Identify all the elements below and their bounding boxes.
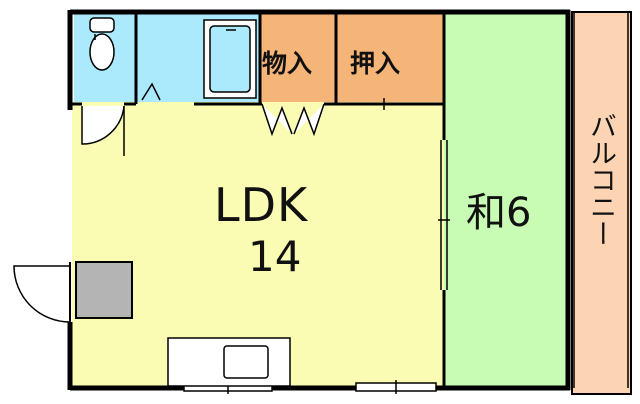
toilet-fixture: [89, 17, 115, 71]
ldk-size-label: 14: [248, 232, 302, 281]
monoire-label: 物入: [262, 49, 313, 78]
balcony-label: バルコニー: [585, 112, 616, 247]
balcony-railing: [573, 12, 629, 388]
storage-folding-doors: [261, 103, 325, 137]
walls: [67, 9, 571, 391]
kitchen-counter: [167, 337, 291, 387]
partition-sliding-door: [438, 140, 450, 290]
oshiire-label: 押入: [350, 49, 401, 78]
monoire-area: [260, 14, 336, 102]
oshiire-area: [336, 14, 444, 102]
entrance: [13, 261, 133, 323]
washitsu-label: 和6: [466, 190, 532, 236]
toilet-door: [81, 105, 125, 156]
balcony-area: [571, 11, 632, 395]
ldk-label: LDK: [214, 178, 309, 232]
washroom-door: [141, 82, 161, 101]
window-marks: [183, 98, 437, 394]
washitsu-area: [444, 14, 568, 386]
bathtub-fixture: [203, 19, 257, 99]
interior-walls: [70, 12, 446, 388]
